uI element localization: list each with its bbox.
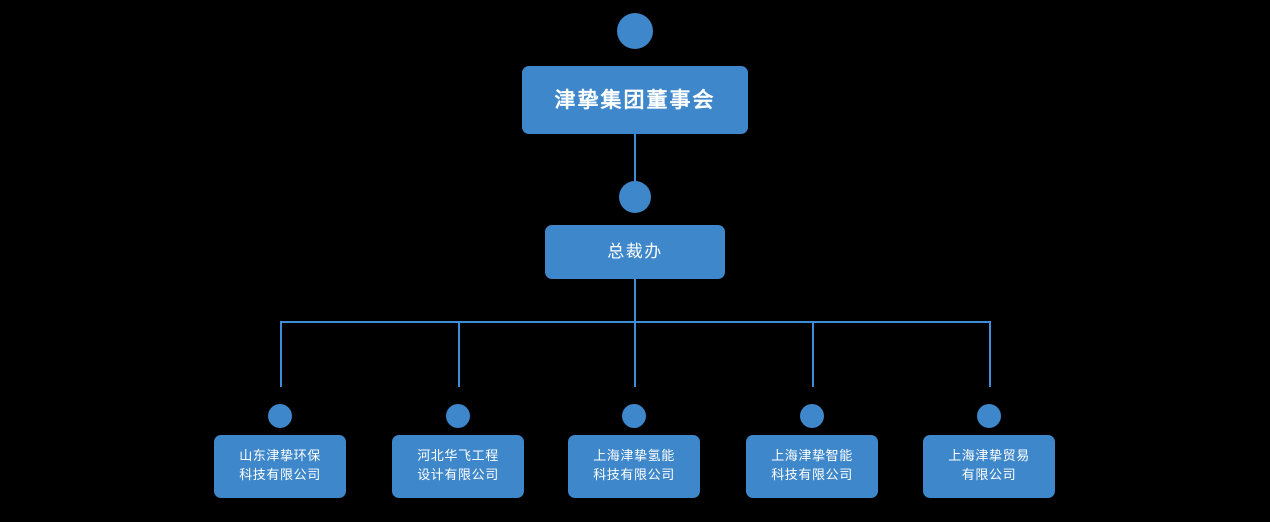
connector-bus-to-subsidiary-3: [634, 321, 636, 387]
connector-office-to-bus: [634, 279, 636, 322]
node-subsidiary-2[interactable]: 河北华飞工程 设计有限公司: [392, 435, 524, 498]
subsidiary-node-dot-4[interactable]: [800, 404, 824, 428]
subsidiary-node-dot-1[interactable]: [268, 404, 292, 428]
board-node-dot[interactable]: [617, 13, 653, 49]
node-board-of-directors[interactable]: 津挚集团董事会: [522, 66, 748, 134]
subsidiary-node-dot-2[interactable]: [446, 404, 470, 428]
connector-bus-to-subsidiary-2: [458, 321, 460, 387]
subsidiary-node-dot-5[interactable]: [977, 404, 1001, 428]
connector-bus-to-subsidiary-1: [280, 321, 282, 387]
node-presidents-office[interactable]: 总裁办: [545, 225, 725, 279]
node-subsidiary-3[interactable]: 上海津挚氢能 科技有限公司: [568, 435, 700, 498]
node-subsidiary-4[interactable]: 上海津挚智能 科技有限公司: [746, 435, 878, 498]
node-subsidiary-5[interactable]: 上海津挚贸易 有限公司: [923, 435, 1055, 498]
connector-board-to-office: [634, 134, 636, 182]
node-subsidiary-1[interactable]: 山东津挚环保 科技有限公司: [214, 435, 346, 498]
office-node-dot[interactable]: [619, 181, 651, 213]
subsidiary-node-dot-3[interactable]: [622, 404, 646, 428]
connector-bus-to-subsidiary-4: [812, 321, 814, 387]
connector-bus-to-subsidiary-5: [989, 321, 991, 387]
